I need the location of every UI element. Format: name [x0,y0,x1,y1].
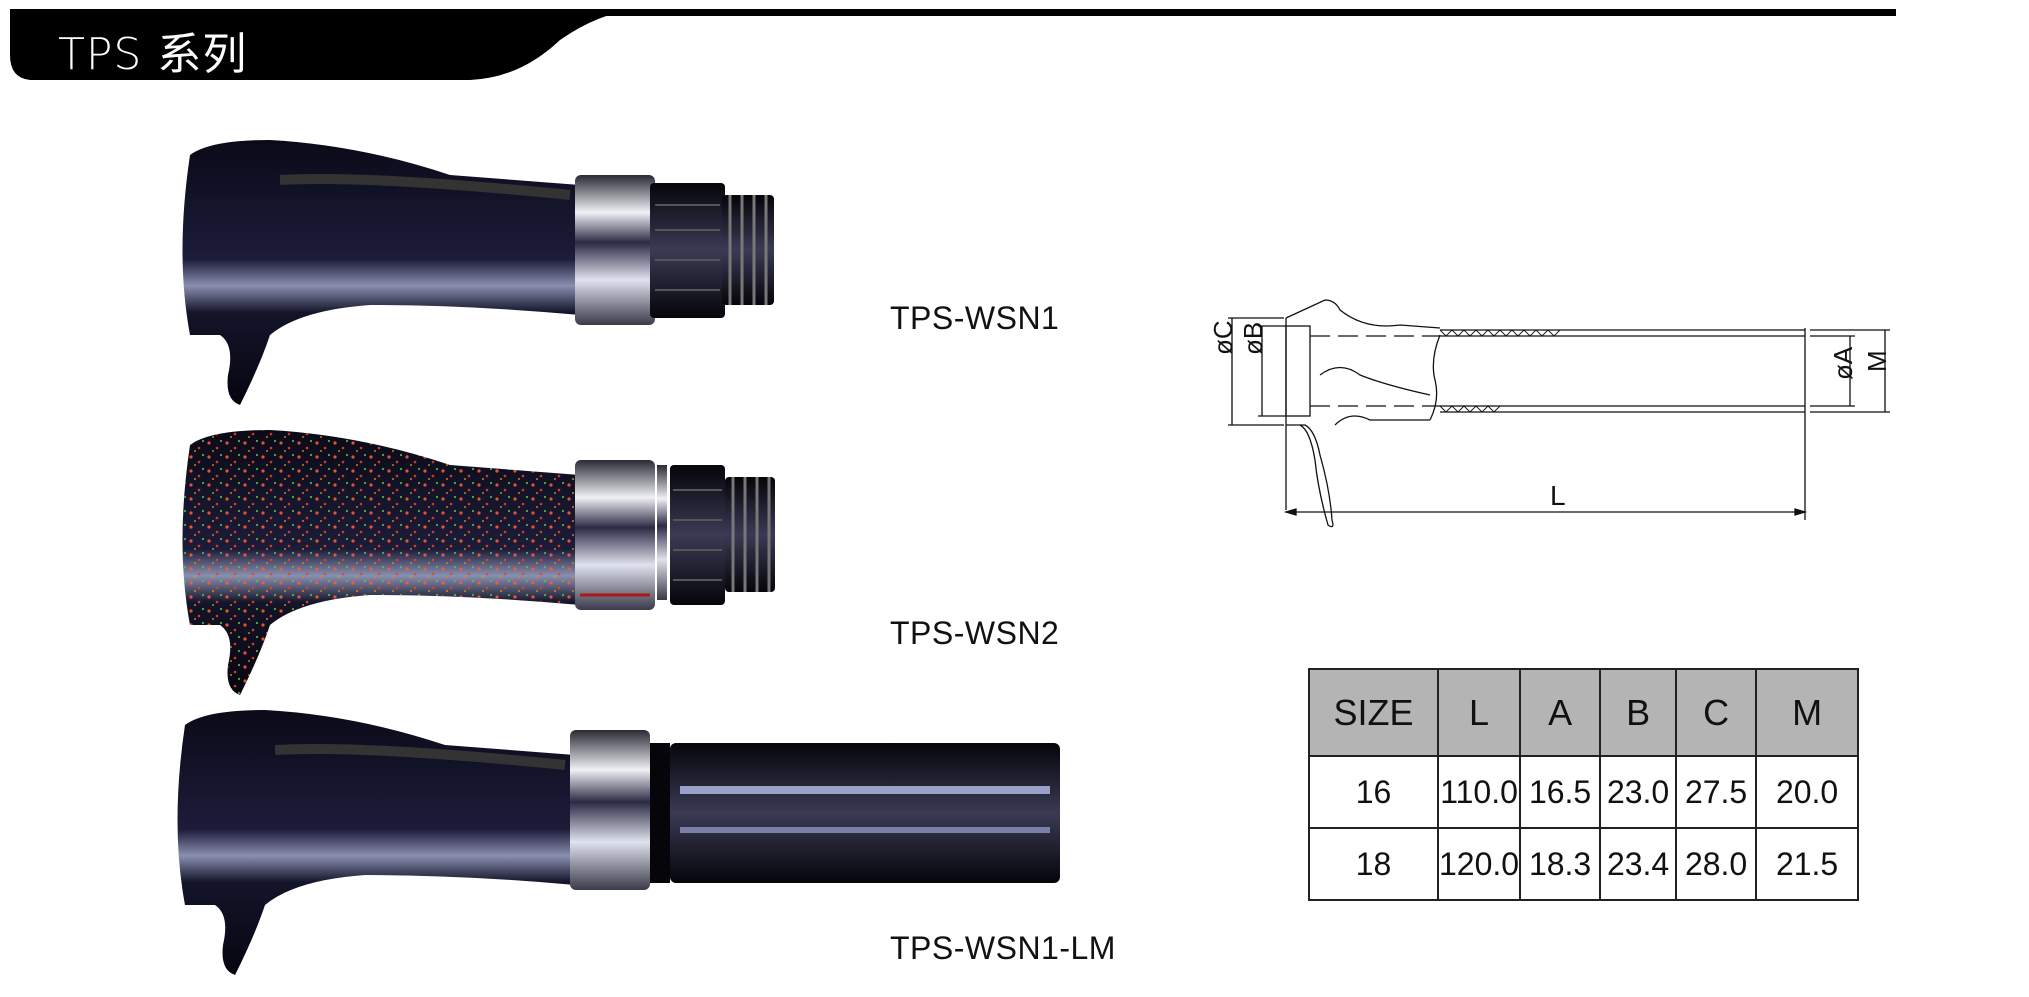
cell-m: 21.5 [1755,827,1860,901]
dim-label-c: øC [1208,320,1238,355]
page-title: TPS 系列 [58,29,248,80]
col-header-size: SIZE [1308,668,1439,757]
cell-m: 20.0 [1755,755,1860,829]
table-row: 16 110.0 16.5 23.0 27.5 20.0 [1308,755,1860,829]
cell-b: 23.4 [1599,827,1678,901]
cell-b: 23.0 [1599,755,1678,829]
cell-size: 16 [1308,755,1439,829]
cell-l: 110.0 [1436,755,1522,829]
table-row: 18 120.0 18.3 23.4 28.0 21.5 [1308,827,1860,901]
header-band [10,9,1896,80]
col-header-m: M [1755,668,1860,757]
cell-size: 18 [1308,827,1439,901]
dim-label-m: M [1862,350,1892,372]
table-header-row: SIZE L A B C M [1308,668,1860,757]
reel-seat-black-threaded-icon [182,140,774,405]
reel-seat-black-long-icon [177,710,1060,975]
reel-seat-speckled-threaded-icon [182,430,775,695]
product-label: TPS-WSN1-LM [890,930,1116,966]
cell-a: 18.3 [1519,827,1602,901]
col-header-c: C [1675,668,1758,757]
cell-a: 16.5 [1519,755,1602,829]
col-header-b: B [1599,668,1678,757]
dim-label-a: øA [1828,346,1858,380]
col-header-l: L [1436,668,1522,757]
col-header-a: A [1519,668,1602,757]
dimension-diagram [1228,299,1890,528]
cell-l: 120.0 [1436,827,1522,901]
product-label: TPS-WSN2 [890,615,1060,651]
cell-c: 27.5 [1675,755,1758,829]
dim-label-b: øB [1238,321,1268,355]
spec-table: SIZE L A B C M 16 110.0 16.5 23.0 27.5 2… [1308,668,1860,901]
dim-label-l: L [1550,480,1566,511]
product-label: TPS-WSN1 [890,300,1060,336]
cell-c: 28.0 [1675,827,1758,901]
